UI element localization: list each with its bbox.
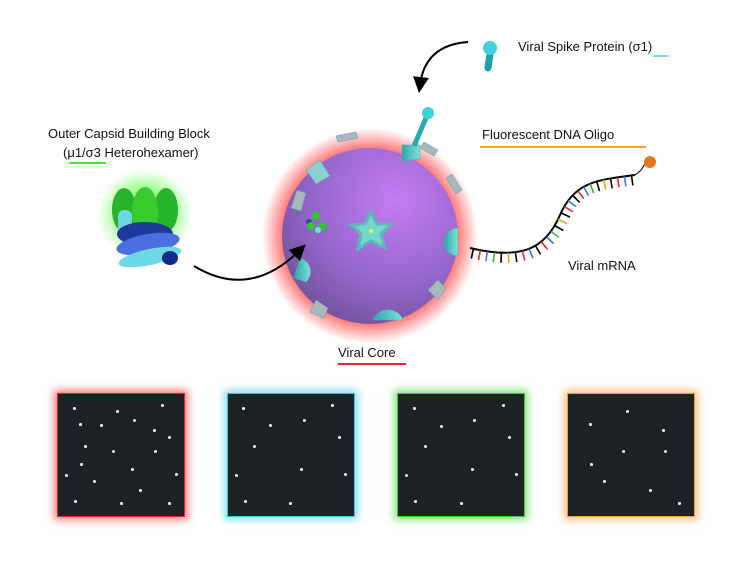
fluorescent-spot [289, 502, 293, 506]
assembly-arrow [193, 244, 306, 281]
fluorescent-spot [253, 444, 257, 448]
fluorescent-spot [161, 403, 165, 407]
fluorescent-spot [83, 444, 87, 448]
mrna-base-tick [492, 252, 496, 263]
mrna-base-tick [554, 224, 564, 232]
mrna-base-tick [577, 190, 585, 200]
fluorescent-spot [153, 449, 157, 453]
microscopy-panel-cyan [227, 393, 355, 517]
mrna-base-tick [557, 218, 568, 225]
fluorescent-spot [174, 473, 178, 477]
fluorescent-spot [649, 488, 653, 492]
fluorescent-spot [93, 479, 97, 483]
microscopy-panel-red [57, 393, 185, 517]
core-underline [338, 363, 406, 365]
microscopy-panel-green [397, 393, 525, 517]
viral-core-particle [262, 107, 478, 344]
fluorescent-spot [459, 502, 463, 506]
fluorescent-spot [344, 473, 348, 477]
fluorescent-spot [243, 499, 247, 503]
fluorescent-spot [471, 468, 475, 472]
mrna-base-tick [485, 251, 489, 262]
mrna-base-tick [571, 194, 581, 203]
mrna-base-tick [582, 186, 590, 196]
mrna-base-tick [623, 176, 627, 187]
fluorescent-spot [603, 479, 607, 483]
mrna-base-tick [602, 179, 607, 190]
spike-underline [653, 55, 669, 57]
fluorescent-spot [405, 474, 409, 478]
fluorescent-spot [590, 462, 594, 466]
fluorescent-spot [501, 403, 505, 407]
mrna-base-tick [560, 212, 571, 218]
fluorescent-spot [168, 435, 172, 439]
capsid-label-line1: Outer Capsid Building Block [48, 126, 210, 141]
fluorescent-spot [112, 449, 116, 453]
fluorescent-spot [242, 407, 246, 411]
fluorescent-spot [508, 435, 512, 439]
fluorescent-spot [152, 429, 156, 433]
mrna-base-tick [534, 245, 542, 255]
oligo-label: Fluorescent DNA Oligo [482, 127, 615, 142]
mrna-base-tick [589, 183, 595, 194]
fluorescent-spot [424, 444, 428, 448]
mrna-base-tick [595, 181, 601, 192]
mrna-base-tick [616, 177, 620, 188]
fluorescent-spot [303, 419, 307, 423]
fluorescent-spot [139, 488, 142, 492]
mrna-base-tick [540, 241, 549, 250]
mrna-base-tick [563, 205, 574, 213]
mrna-base-tick [609, 178, 613, 189]
fluorescent-spot [72, 407, 76, 411]
fluorescent-spot [414, 499, 418, 503]
fluorescent-spot [119, 502, 123, 506]
fluorescent-spot [621, 449, 625, 453]
fluorescent-spot [338, 435, 342, 439]
fluorescent-spot [64, 474, 68, 478]
mrna-base-tick [521, 250, 526, 261]
mrna-base-tick [545, 236, 555, 245]
fluorescent-spot [663, 449, 667, 453]
fluorescent-spot [588, 422, 592, 426]
fluorescent-spot [80, 462, 84, 466]
core-label: Viral Core [338, 345, 396, 360]
fluorescent-spot [514, 473, 518, 477]
fluorescent-spot [331, 403, 335, 407]
viral-spike-protein [483, 41, 497, 72]
fluorescent-spot [115, 410, 119, 414]
fluorescent-spot [662, 429, 666, 433]
mrna-base-tick [567, 200, 577, 208]
mrna-base-tick [630, 175, 634, 186]
fluorescent-spot [269, 424, 273, 428]
fluorescent-spot [234, 474, 238, 478]
fluorescent-spot [678, 502, 682, 506]
fluorescent-spot [168, 502, 172, 506]
fluorescent-spot [300, 468, 304, 472]
capsid-label-line2: (μ1/σ3 Heterohexamer) [63, 145, 199, 160]
fluorescent-spot [625, 410, 629, 414]
fluorescent-spot [473, 419, 477, 423]
spike-arrow [413, 41, 469, 93]
fluorescent-spot [74, 499, 78, 503]
fluorescent-spot [78, 422, 82, 426]
mrna-base-tick [514, 252, 518, 263]
mrna-base-tick [528, 248, 534, 259]
capsid-underline [69, 162, 106, 164]
fluorescent-spot [133, 419, 137, 423]
fluorescent-spot [99, 424, 103, 428]
fluorophore-icon [644, 156, 656, 168]
microscopy-panel-orange [567, 393, 695, 517]
mrna-base-tick [477, 250, 482, 261]
fluorescent-spot [439, 424, 443, 428]
oligo-underline [480, 146, 646, 148]
fluorescent-spot [412, 407, 416, 411]
mrna-base-tick [550, 230, 560, 238]
outer-capsid-building-block [97, 169, 193, 268]
spike-label: Viral Spike Protein (σ1) [518, 39, 653, 54]
mrna-base-tick [470, 248, 475, 259]
fluorescent-spot [130, 468, 134, 472]
mrna-label: Viral mRNA [568, 258, 636, 273]
viral-mrna-strand [469, 156, 656, 263]
